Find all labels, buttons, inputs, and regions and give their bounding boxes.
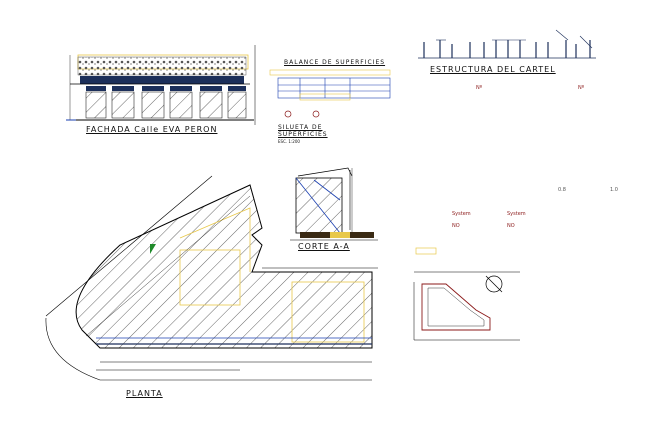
balance-title: BALANCE DE SUPERFICIES	[284, 59, 386, 66]
silhouette-title-line2: SUPERFICIES	[278, 131, 328, 138]
plan-drawing	[45, 175, 378, 381]
silhouette-markers	[284, 110, 320, 118]
number-label-1: Nº	[476, 85, 483, 91]
section-title: CORTE A-A	[298, 242, 350, 251]
facade-title: FACHADA Calle EVA PERON	[86, 125, 218, 134]
site-detail-drawing	[413, 247, 520, 341]
sign-structure-title: ESTRUCTURA DEL CARTEL	[430, 65, 556, 74]
value-label-10: 1.0	[610, 187, 618, 193]
silhouette-title-line1: SILUETA DE	[278, 124, 323, 131]
facade-drawing	[66, 45, 256, 125]
section-drawing	[290, 167, 378, 241]
system-label-1: System	[452, 211, 471, 217]
no-label-1: NO	[452, 223, 460, 229]
silhouette-scale: ESC. 1:200	[278, 139, 300, 144]
value-label-08: 0.8	[558, 187, 566, 193]
plan-title: PLANTA	[126, 389, 163, 398]
sign-structure-drawing	[418, 29, 596, 59]
system-label-2: System	[507, 211, 526, 217]
no-label-2: NO	[507, 223, 515, 229]
balance-table	[269, 69, 391, 101]
number-label-2: Nº	[578, 85, 585, 91]
